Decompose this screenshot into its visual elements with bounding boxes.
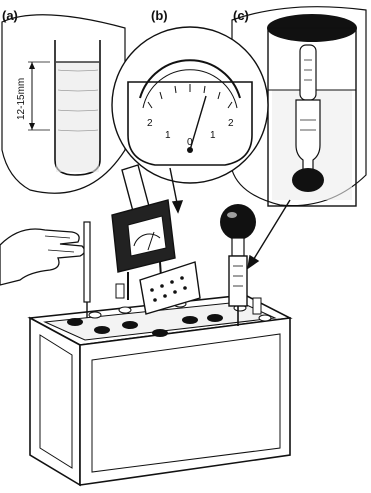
panel-b-voltmeter-dial: 2 1 0 1 2 <box>112 27 268 183</box>
panel-a-electrolyte-level: 12-15mm <box>2 15 125 193</box>
meter-tick-label: 2 <box>228 118 234 129</box>
meter-tick-label: 2 <box>147 118 153 129</box>
panel-label-a: (a) <box>2 8 18 23</box>
battery <box>30 284 290 485</box>
meter-tick-label: 1 <box>210 130 216 141</box>
level-annotation: 12-15mm <box>16 78 27 120</box>
meter-tick-label: 0 <box>187 137 193 148</box>
hand-with-dipstick <box>0 222 90 318</box>
panel-label-c: (c) <box>233 8 249 23</box>
panel-label-b: (b) <box>151 8 168 23</box>
meter-tick-label: 1 <box>165 130 171 141</box>
cell-tester <box>112 165 200 314</box>
